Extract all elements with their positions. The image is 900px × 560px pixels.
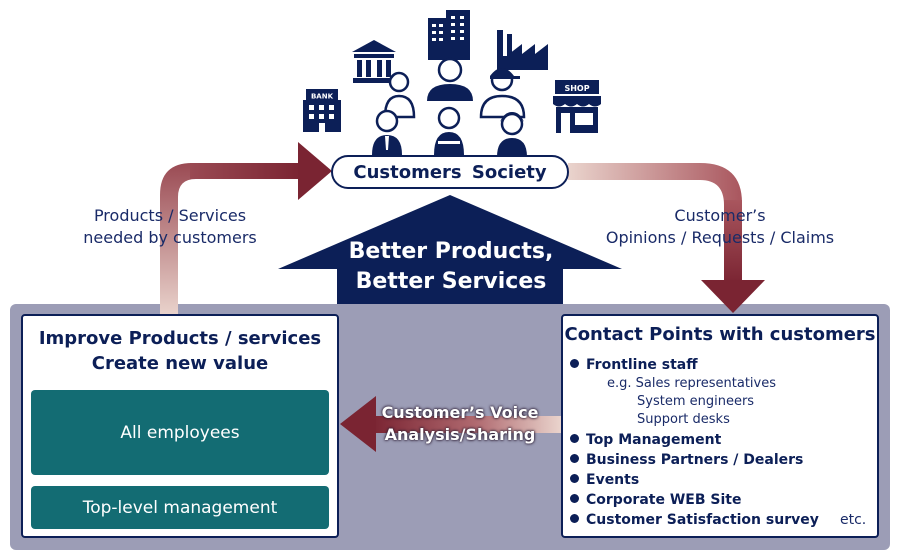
products-flow-label-line1: Products / Services xyxy=(93,206,247,225)
person-cap-icon xyxy=(479,68,526,119)
customer-voice-label: Customer’s Voice Analysis/Sharing xyxy=(360,402,560,446)
all-employees-block: All employees xyxy=(31,390,329,475)
contact-points-title: Contact Points with customers xyxy=(564,324,876,345)
left-flow-arrowhead xyxy=(298,142,332,200)
bank-sign-text: BANK xyxy=(311,93,334,101)
shop-sign-text: SHOP xyxy=(564,84,589,93)
improve-products-title-line1: Improve Products / services xyxy=(38,328,322,349)
top-management-label: Top-level management xyxy=(82,497,278,518)
person-student-icon xyxy=(434,106,464,155)
contact-item-business-partners: Business Partners / Dealers xyxy=(570,452,803,468)
right-flow-arrow-down xyxy=(724,200,742,284)
improve-products-title-line2: Create new value xyxy=(91,353,269,374)
center-arrow-label: Better Products, Better Services xyxy=(335,237,567,297)
customers-society-label: Customers Society xyxy=(353,161,547,183)
improve-products-title: Improve Products / services Create new v… xyxy=(21,326,339,376)
products-flow-label: Products / Services needed by customers xyxy=(60,205,280,249)
contact-item-top-management: Top Management xyxy=(570,432,721,448)
office-building-icon xyxy=(428,10,470,60)
top-management-block: Top-level management xyxy=(31,486,329,529)
products-flow-label-line2: needed by customers xyxy=(83,228,257,247)
frontline-example-2: System engineers xyxy=(637,394,755,409)
center-arrow-label-line1: Better Products, xyxy=(348,239,554,264)
frontline-example-1: e.g. Sales representatives xyxy=(607,376,776,391)
person-businessman-icon xyxy=(372,109,402,155)
middle-arrow-shaft xyxy=(372,416,561,433)
middle-arrowhead xyxy=(340,396,376,452)
shop-icon: SHOP xyxy=(553,80,601,133)
frontline-example-3: Support desks xyxy=(637,412,730,427)
customer-voice-label-line1: Customer’s Voice xyxy=(381,403,539,422)
contact-item-cs-survey: Customer Satisfaction survey xyxy=(570,512,819,528)
etc-label: etc. xyxy=(840,512,867,528)
opinions-flow-label: Customer’s Opinions / Requests / Claims xyxy=(590,205,850,249)
person-worker-icon xyxy=(427,57,473,101)
customer-voice-label-line2: Analysis/Sharing xyxy=(384,425,536,444)
right-flow-arrowhead xyxy=(701,280,765,313)
person-elderly-icon xyxy=(497,112,527,157)
all-employees-label: All employees xyxy=(120,422,240,443)
opinions-flow-label-line1: Customer’s xyxy=(674,206,766,225)
left-flow-arrow-top xyxy=(190,163,302,179)
government-building-icon xyxy=(352,40,396,83)
factory-icon xyxy=(497,30,548,70)
contact-item-events: Events xyxy=(570,472,639,488)
customers-society-pill: Customers Society xyxy=(331,155,569,189)
contact-item-web-site: Corporate WEB Site xyxy=(570,492,741,508)
center-arrow-label-line2: Better Services xyxy=(355,269,547,294)
customer-icons: BANK SHOP xyxy=(303,10,601,157)
contact-item-frontline: Frontline staff xyxy=(570,357,698,373)
center-up-arrow xyxy=(278,195,622,304)
opinions-flow-label-line2: Opinions / Requests / Claims xyxy=(605,228,835,247)
bank-icon: BANK xyxy=(303,89,341,132)
